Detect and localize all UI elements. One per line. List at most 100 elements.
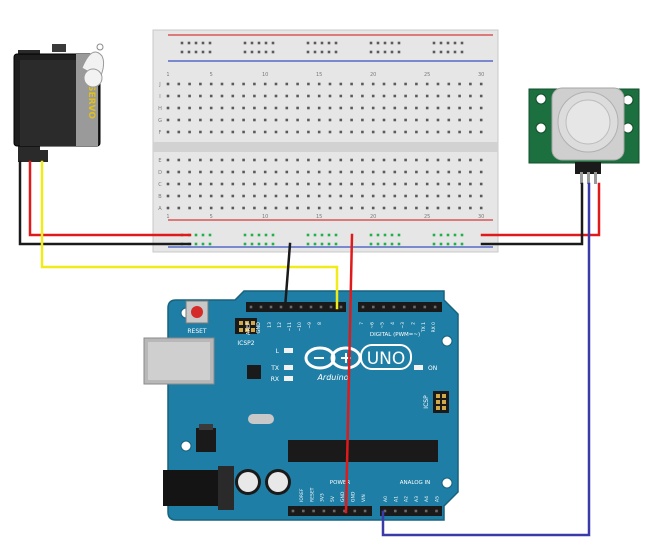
terminal-hole (458, 82, 461, 86)
terminal-hole (199, 94, 202, 98)
terminal-hole (307, 206, 310, 210)
terminal-hole (339, 82, 343, 86)
row-letter: I (159, 94, 160, 100)
terminal-hole (285, 118, 289, 122)
rail-hole (376, 41, 380, 45)
column-number: 15 (316, 214, 322, 220)
header-hole (382, 305, 385, 309)
terminal-hole (263, 206, 267, 210)
header-hole (289, 305, 293, 309)
terminal-hole (317, 170, 321, 174)
servo-mount-top (52, 44, 66, 52)
pir-dome-lens (565, 99, 611, 145)
terminal-hole (425, 82, 429, 86)
terminal-hole (361, 182, 364, 186)
terminal-hole (393, 158, 397, 162)
led-tx (284, 365, 293, 370)
terminal-hole (253, 118, 256, 122)
terminal-hole (469, 106, 472, 110)
header-hole (279, 305, 283, 309)
terminal-hole (371, 206, 375, 210)
row-letter: F (159, 130, 162, 136)
rail-hole (180, 41, 184, 45)
terminal-hole (166, 82, 170, 86)
rail-hole (460, 50, 464, 54)
digital-header-right (358, 302, 442, 312)
terminal-hole (415, 94, 418, 98)
terminal-hole (231, 106, 235, 110)
terminal-hole (415, 82, 418, 86)
terminal-hole (328, 170, 332, 174)
terminal-hole (263, 182, 267, 186)
rail-hole-connected (376, 233, 380, 237)
terminal-hole (382, 194, 386, 198)
header-hole (269, 305, 273, 309)
terminal-hole (177, 118, 181, 122)
terminal-hole (328, 130, 332, 134)
voltage-regulator-tab (199, 424, 213, 430)
header-hole (424, 509, 428, 513)
header-hole (413, 305, 416, 309)
terminal-hole (350, 130, 353, 134)
terminal-hole (479, 194, 483, 198)
terminal-hole (415, 182, 418, 186)
terminal-hole (317, 106, 321, 110)
terminal-hole (188, 182, 191, 186)
terminal-hole (339, 130, 343, 134)
pir-pin (580, 172, 583, 184)
header-hole (299, 305, 303, 309)
terminal-hole (371, 118, 375, 122)
terminal-hole (274, 158, 278, 162)
terminal-hole (209, 130, 213, 134)
terminal-hole (393, 182, 397, 186)
breadboard-center-channel (153, 142, 498, 152)
terminal-hole (458, 170, 461, 174)
terminal-hole (339, 182, 343, 186)
usb-connector-face (148, 342, 210, 380)
terminal-hole (253, 206, 256, 210)
terminal-hole (253, 182, 256, 186)
terminal-hole (253, 170, 256, 174)
terminal-hole (231, 130, 235, 134)
rail-hole (201, 41, 205, 45)
terminal-hole (231, 206, 235, 210)
terminal-hole (425, 158, 429, 162)
rail-hole (271, 50, 275, 54)
terminal-hole (285, 206, 289, 210)
terminal-hole (479, 170, 483, 174)
pir-pin (594, 172, 597, 184)
terminal-hole (436, 82, 440, 86)
terminal-hole (220, 106, 224, 110)
terminal-hole (285, 170, 289, 174)
crystal (248, 414, 274, 424)
terminal-hole (274, 130, 278, 134)
terminal-hole (253, 106, 256, 110)
rail-hole-connected (334, 233, 338, 237)
analog-label: ANALOG IN (400, 480, 431, 486)
terminal-hole (458, 118, 461, 122)
column-number: 25 (424, 214, 430, 220)
rail-hole-connected (250, 233, 254, 237)
reset-button-cap[interactable] (191, 306, 203, 318)
rail-hole-connected (439, 233, 443, 237)
terminal-hole (447, 182, 451, 186)
rail-hole-connected (201, 242, 205, 246)
column-number: 30 (478, 214, 484, 220)
header-hole (339, 305, 343, 309)
terminal-hole (177, 94, 181, 98)
digital-pin-label: 2 (411, 322, 417, 325)
digital-pin-label: 7 (359, 322, 365, 325)
wire-pir-signal (381, 182, 591, 537)
power-header (288, 506, 372, 516)
terminal-hole (371, 82, 375, 86)
power-pin-label: VIN (361, 494, 367, 502)
header-hole (423, 305, 427, 309)
terminal-hole (479, 106, 483, 110)
terminal-hole (263, 194, 267, 198)
terminal-hole (447, 130, 451, 134)
pir-pin (587, 172, 590, 184)
terminal-hole (350, 82, 353, 86)
rail-hole-connected (264, 242, 268, 246)
terminal-hole (317, 94, 321, 98)
